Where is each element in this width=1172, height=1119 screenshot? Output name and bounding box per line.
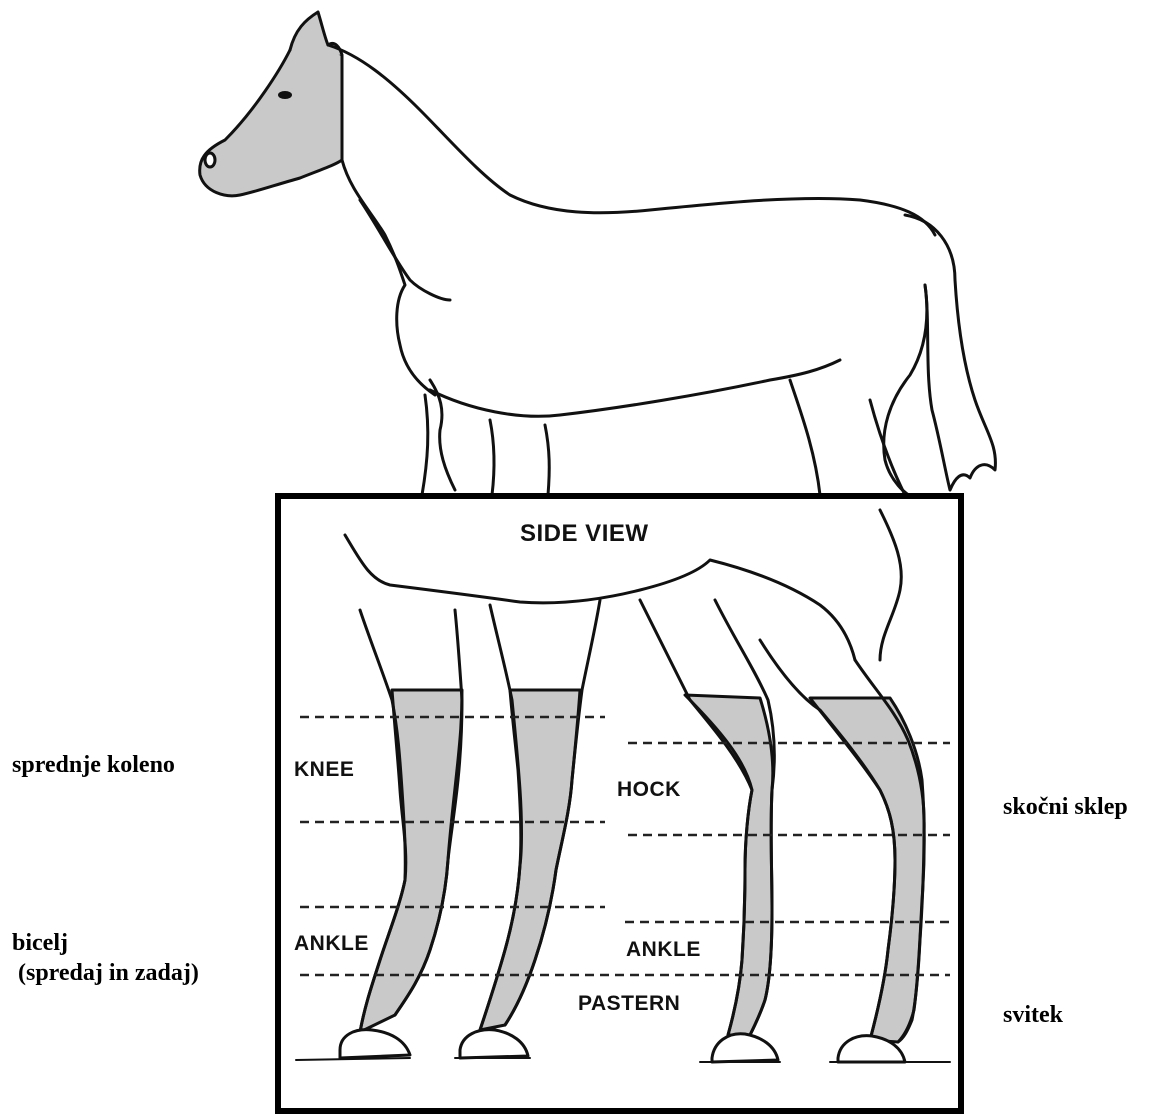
horse-throat bbox=[342, 160, 435, 395]
horse-tail bbox=[905, 215, 995, 490]
knee-label: KNEE bbox=[294, 758, 354, 782]
horse-eye bbox=[278, 91, 292, 99]
horse-front-leg2-upper bbox=[490, 420, 494, 495]
hind-ankle-label: ANKLE bbox=[626, 938, 701, 962]
horse-belly bbox=[430, 360, 840, 416]
front-ankle-label: ANKLE bbox=[294, 932, 369, 956]
horse-body bbox=[200, 12, 996, 498]
coronet-translation: svitek bbox=[1003, 1000, 1063, 1030]
horse-hind-leg-upper bbox=[790, 380, 820, 495]
hock-translation: skočni sklep bbox=[1003, 792, 1128, 822]
horse-hindquarter bbox=[884, 285, 927, 498]
hock-label: HOCK bbox=[617, 778, 681, 802]
front-knee-translation: sprednje koleno bbox=[12, 750, 175, 780]
horse-nostril bbox=[205, 153, 215, 167]
fetlock-translation-line1: bicelj bbox=[12, 928, 68, 958]
horse-head-shading bbox=[200, 39, 342, 196]
horse-front-leg-upper bbox=[422, 395, 428, 495]
horse-topline bbox=[328, 45, 935, 235]
horse-front-leg3-upper bbox=[545, 425, 549, 495]
fetlock-translation-line2: (spredaj in zadaj) bbox=[18, 958, 199, 988]
pastern-label: PASTERN bbox=[578, 992, 680, 1016]
inset-title: SIDE VIEW bbox=[520, 520, 649, 548]
